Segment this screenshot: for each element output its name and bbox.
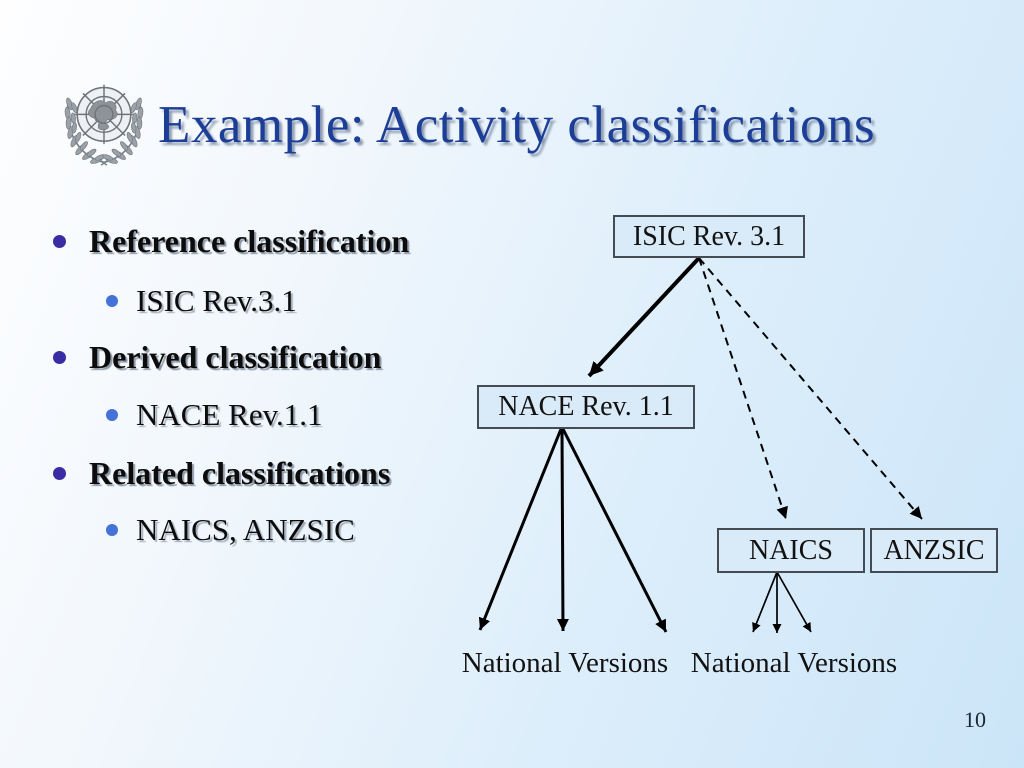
edge-isic-to-anzsic-dashed: [698, 257, 923, 520]
bullet-dot: [53, 351, 66, 364]
page-number: 10: [964, 707, 986, 732]
un-emblem-icon: [64, 84, 145, 166]
bullet-item-isic-rev31: ISIC Rev.3.1: [106, 283, 297, 319]
edge-isic-to-nace: [587, 256, 701, 378]
bullet-item-derived-classification: Derived classification: [53, 339, 381, 376]
bullet-item-nace-rev11: NACE Rev.1.1: [106, 397, 323, 433]
edge-naics-to-national-versions-3: [776, 571, 812, 633]
bullet-dot: [106, 295, 118, 307]
edge-nace-to-national-versions-2: [556, 428, 569, 632]
edge-naics-to-national-versions-1: [752, 571, 778, 633]
page-title: Example: Activity classifications: [158, 96, 876, 154]
bullet-dot: [53, 467, 66, 480]
bullet-dot: [106, 409, 118, 421]
node-label: NACE Rev. 1.1: [498, 391, 674, 422]
node-label: NAICS: [748, 534, 833, 566]
edge-isic-to-naics-dashed: [698, 257, 788, 520]
edge-nace-to-national-versions-3: [561, 428, 668, 633]
bullet-item-related-classifications: Related classifications: [53, 455, 390, 492]
node-anzsic: ANZSIC: [870, 528, 998, 573]
bullet-label: NACE Rev.1.1: [136, 397, 323, 432]
bullet-dot: [53, 235, 66, 248]
bullet-item-naics-anzsic: NAICS, ANZSIC: [106, 512, 355, 548]
bullet-label: NAICS, ANZSIC: [136, 512, 355, 547]
bullet-label: Derived classification: [89, 339, 382, 375]
bullet-label: ISIC Rev.3.1: [136, 283, 297, 318]
bullet-dot: [106, 524, 118, 536]
bullet-label: Reference classification: [89, 223, 410, 259]
node-naics: NAICS: [717, 528, 865, 573]
label-national-versions-left: National Versions: [461, 647, 669, 679]
edge-nace-to-national-versions-1: [478, 428, 563, 631]
label-national-versions-right: National Versions: [690, 647, 898, 679]
node-label: ANZSIC: [883, 534, 985, 566]
node-nace-rev-11: NACE Rev. 1.1: [477, 385, 695, 429]
bullet-label: Related classifications: [89, 455, 391, 491]
bullet-item-reference-classification: Reference classification: [53, 223, 409, 260]
node-isic-rev-31: ISIC Rev. 3.1: [613, 215, 805, 258]
node-label: ISIC Rev. 3.1: [632, 220, 786, 252]
